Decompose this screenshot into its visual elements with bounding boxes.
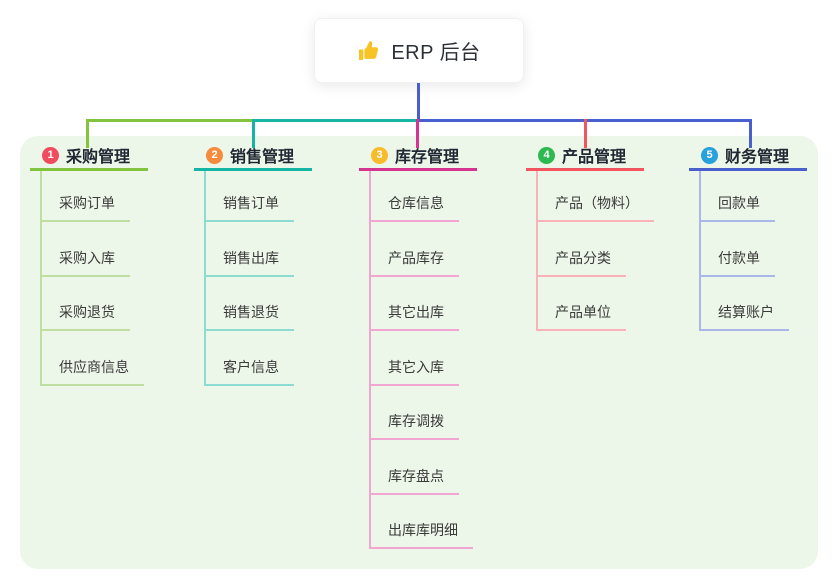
branch-label: 采购管理 xyxy=(66,149,131,166)
child-node[interactable]: 产品库存 xyxy=(371,248,459,277)
child-row: 产品库存 xyxy=(371,222,473,277)
thumbs-up-icon xyxy=(359,40,379,60)
branch-drop-line xyxy=(584,119,587,148)
branch-number-badge: 1 xyxy=(42,146,59,164)
child-row: 其它出库 xyxy=(371,277,473,331)
branch-node-5[interactable]: 5 财务管理 xyxy=(689,146,808,171)
branch-1: 1 采购管理采购订单采购入库采购退货供应商信息 xyxy=(30,146,190,386)
branch-node-1[interactable]: 1 采购管理 xyxy=(30,146,149,171)
child-row: 库存盘点 xyxy=(371,440,473,495)
child-row: 其它入库 xyxy=(371,331,473,386)
branch-children: 仓库信息产品库存其它出库其它入库库存调拨库存盘点出库库明细 xyxy=(369,171,473,549)
root-node[interactable]: ERP 后台 xyxy=(314,18,524,83)
child-row: 销售退货 xyxy=(206,277,294,331)
child-row: 仓库信息 xyxy=(371,171,473,222)
child-node[interactable]: 出库库明细 xyxy=(371,520,473,549)
bus-line-segment xyxy=(252,119,417,122)
child-row: 客户信息 xyxy=(206,331,294,386)
branch-number-badge: 4 xyxy=(538,146,555,164)
child-row: 库存调拨 xyxy=(371,386,473,440)
branch-2: 2 销售管理销售订单销售出库销售退货客户信息 xyxy=(194,146,354,386)
root-node-label: ERP 后台 xyxy=(391,42,481,64)
child-node[interactable]: 仓库信息 xyxy=(371,193,459,222)
child-node[interactable]: 库存调拨 xyxy=(371,411,459,440)
child-node[interactable]: 客户信息 xyxy=(206,357,294,386)
child-node[interactable]: 采购退货 xyxy=(42,302,130,331)
branch-children: 产品（物料） 产品分类产品单位 xyxy=(536,171,654,331)
child-node[interactable]: 库存盘点 xyxy=(371,466,459,495)
branch-4: 4 产品管理产品（物料） 产品分类产品单位 xyxy=(526,146,686,331)
branch-children: 回款单付款单结算账户 xyxy=(699,171,789,331)
branch-node-4[interactable]: 4 产品管理 xyxy=(526,146,645,171)
branch-number-badge: 2 xyxy=(206,146,223,164)
child-row: 结算账户 xyxy=(701,277,789,331)
branch-label: 销售管理 xyxy=(230,149,295,166)
child-row: 采购订单 xyxy=(42,171,144,222)
child-node[interactable]: 供应商信息 xyxy=(42,357,144,386)
child-row: 回款单 xyxy=(701,171,789,222)
bus-line-segment xyxy=(86,119,252,122)
child-row: 出库库明细 xyxy=(371,495,473,549)
child-node[interactable]: 销售出库 xyxy=(206,248,294,277)
branch-number-badge: 3 xyxy=(371,146,388,164)
branch-drop-line xyxy=(86,119,89,148)
child-node[interactable]: 销售退货 xyxy=(206,302,294,331)
child-node[interactable]: 付款单 xyxy=(701,248,775,277)
child-row: 供应商信息 xyxy=(42,331,144,386)
branch-drop-line xyxy=(749,119,752,148)
child-row: 产品（物料） xyxy=(538,171,654,222)
branch-3: 3 库存管理仓库信息产品库存其它出库其它入库库存调拨库存盘点出库库明细 xyxy=(359,146,519,549)
child-row: 销售订单 xyxy=(206,171,294,222)
child-row: 付款单 xyxy=(701,222,789,277)
child-row: 销售出库 xyxy=(206,222,294,277)
child-node[interactable]: 产品单位 xyxy=(538,302,626,331)
branch-label: 财务管理 xyxy=(725,149,790,166)
branch-label: 产品管理 xyxy=(562,149,627,166)
branch-children: 采购订单采购入库采购退货供应商信息 xyxy=(40,171,144,386)
child-node[interactable]: 回款单 xyxy=(701,193,775,222)
branch-number-badge: 5 xyxy=(701,146,718,164)
child-node[interactable]: 其它出库 xyxy=(371,302,459,331)
branch-node-2[interactable]: 2 销售管理 xyxy=(194,146,313,171)
branch-children: 销售订单销售出库销售退货客户信息 xyxy=(204,171,294,386)
child-node[interactable]: 销售订单 xyxy=(206,193,294,222)
branches-panel xyxy=(20,136,818,569)
child-node[interactable]: 结算账户 xyxy=(701,302,789,331)
child-row: 产品单位 xyxy=(538,277,654,331)
child-node[interactable]: 其它入库 xyxy=(371,357,459,386)
root-connector-line xyxy=(417,83,420,120)
branch-node-3[interactable]: 3 库存管理 xyxy=(359,146,478,171)
child-row: 采购入库 xyxy=(42,222,144,277)
branch-drop-line xyxy=(416,119,419,148)
branch-label: 库存管理 xyxy=(395,149,460,166)
branch-drop-line xyxy=(252,119,255,148)
child-node[interactable]: 产品分类 xyxy=(538,248,626,277)
child-node[interactable]: 采购订单 xyxy=(42,193,130,222)
child-node[interactable]: 产品（物料） xyxy=(538,193,654,222)
child-row: 产品分类 xyxy=(538,222,654,277)
branch-5: 5 财务管理回款单付款单结算账户 xyxy=(689,146,839,331)
child-row: 采购退货 xyxy=(42,277,144,331)
child-node[interactable]: 采购入库 xyxy=(42,248,130,277)
